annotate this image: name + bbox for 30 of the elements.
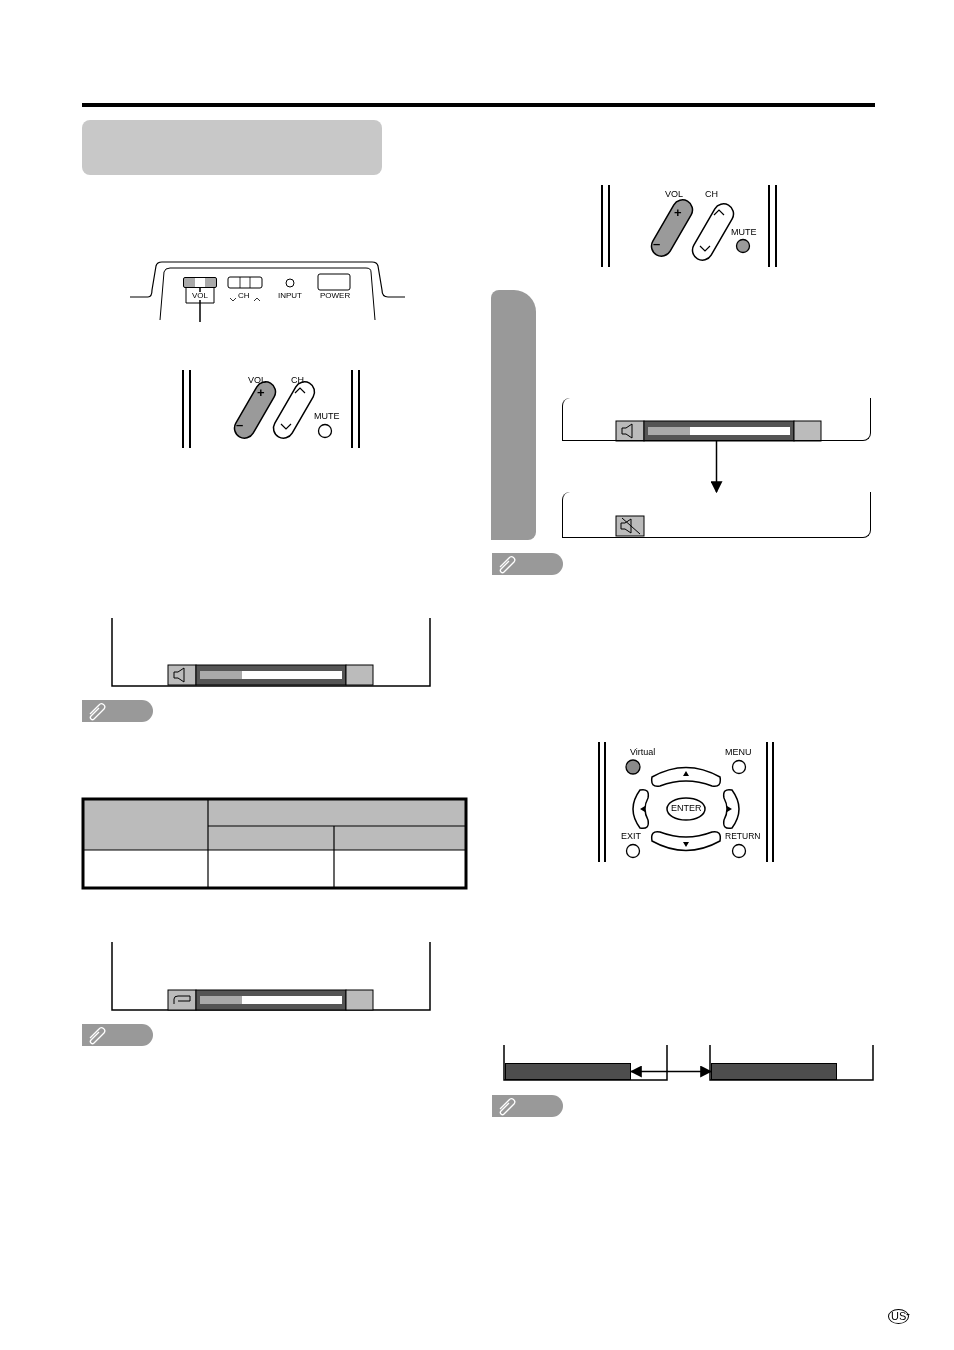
button-label: MUTE (731, 228, 757, 237)
volume-screen (562, 398, 871, 441)
button-label: RETURN (725, 832, 761, 841)
button-label: INPUT (278, 292, 302, 300)
plus-sign: + (257, 386, 265, 399)
arrow (710, 440, 723, 494)
button-label: CH (291, 376, 304, 385)
minus-sign: – (653, 237, 661, 250)
button-label: MUTE (314, 412, 340, 421)
status-bar (711, 1063, 837, 1080)
minus-sign: – (236, 418, 244, 431)
button-label: CH (705, 190, 718, 199)
button-label: VOL (191, 292, 209, 300)
button-label: Virtual (630, 748, 656, 757)
step-tab (491, 290, 536, 540)
arrow (629, 1065, 713, 1078)
title-banner (82, 120, 382, 175)
button-label: CH (238, 292, 250, 300)
page-dash: - (906, 1308, 910, 1320)
button-label: EXIT (621, 832, 641, 841)
button-label: VOL (665, 190, 683, 199)
volume-button (183, 277, 217, 288)
leader-line (199, 287, 201, 323)
button-label: ENTER (671, 804, 702, 813)
button-label: MENU (725, 748, 752, 757)
plus-sign: + (674, 206, 682, 219)
status-bar (505, 1063, 631, 1080)
mute-screen (562, 492, 871, 538)
button-label: POWER (320, 292, 351, 300)
button-label: VOL (248, 376, 266, 385)
